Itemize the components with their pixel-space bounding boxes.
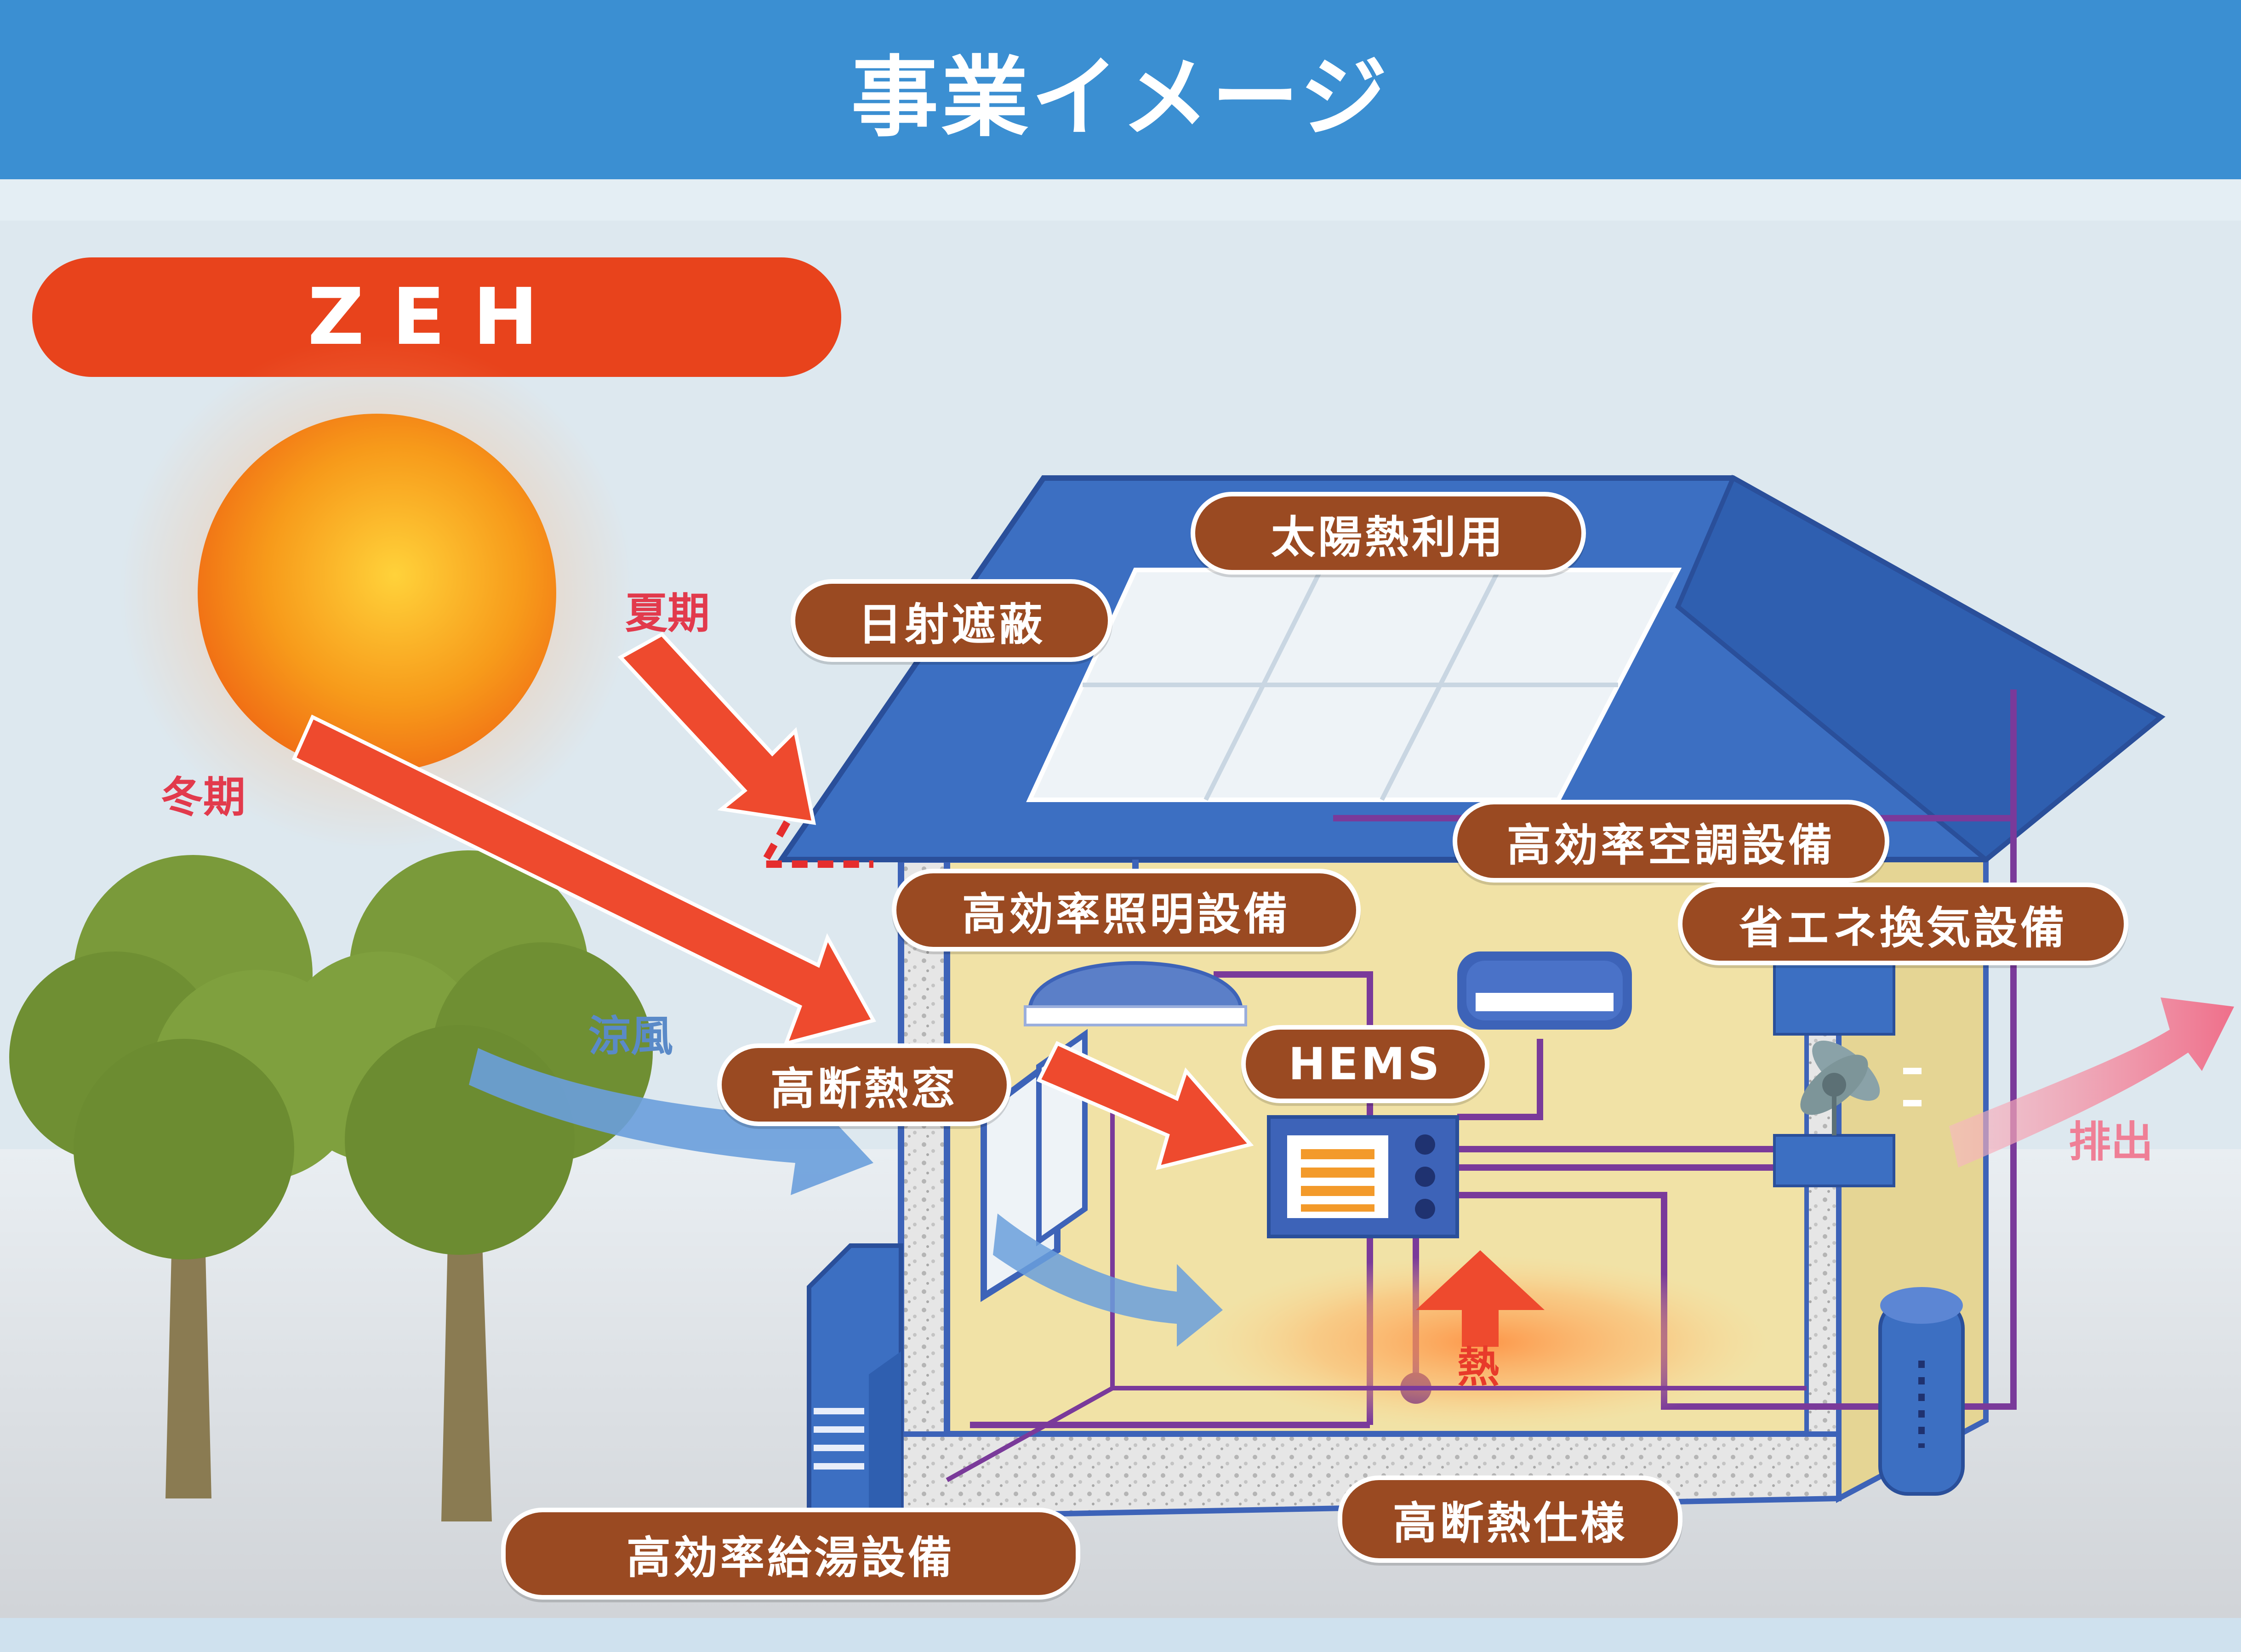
label-solar-heat: 太陽熱利用 <box>1191 492 1586 575</box>
hems-monitor-icon <box>1267 1115 1459 1238</box>
water-heater-icon <box>1878 1287 1965 1496</box>
label-heat: 熱 <box>1457 1343 1500 1392</box>
label-water-heater: 高効率給湯設備 <box>501 1508 1080 1600</box>
exhaust-arrow <box>1949 997 2234 1168</box>
heat-up-arrow <box>1416 1250 1545 1347</box>
label-sun-shading: 日射遮蔽 <box>791 579 1112 662</box>
zeh-label: ZEH <box>308 272 566 363</box>
label-winter: 冬期 <box>161 773 246 822</box>
tree-icon <box>276 850 653 1521</box>
label-insulation: 高断熱仕様 <box>1338 1475 1682 1563</box>
zeh-badge <box>32 257 841 377</box>
winter-sun-arrow <box>291 714 876 1046</box>
label-aircon: 高効率空調設備 <box>1453 800 1889 883</box>
label-ventilation: 省エネ換気設備 <box>1678 883 2128 965</box>
label-lighting: 高効率照明設備 <box>892 869 1361 951</box>
page-title: 事業イメージ <box>851 46 1390 148</box>
label-window: 高断熱窓 <box>717 1043 1011 1126</box>
label-summer: 夏期 <box>625 589 710 638</box>
hems-text: HEMS <box>1288 1038 1443 1090</box>
label-exhaust: 排出 <box>2069 1117 2154 1167</box>
header-band <box>0 0 2241 179</box>
cool-breeze-arrow <box>469 1048 873 1195</box>
outdoor-unit-icon <box>807 1243 903 1519</box>
window-to-hems-arrow <box>1036 1041 1254 1170</box>
label-hems: HEMS <box>1241 1025 1489 1103</box>
sun-icon <box>120 336 634 850</box>
air-conditioner-icon <box>1457 951 1632 1030</box>
label-cool-breeze: 涼風 <box>588 1012 673 1061</box>
indoor-breeze-arrow <box>993 1213 1223 1347</box>
summer-sun-arrow <box>617 632 816 825</box>
light-fixture-icon <box>1024 860 1247 1026</box>
